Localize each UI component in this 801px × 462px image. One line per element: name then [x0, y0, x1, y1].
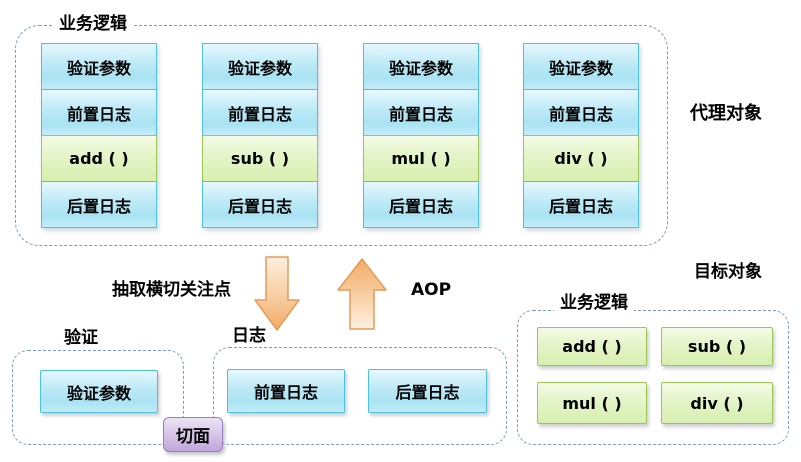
- before-log-box: 前置日志: [227, 369, 345, 413]
- validation-group-label: 验证: [58, 328, 104, 348]
- target-method-mul: mul ( ): [537, 382, 647, 424]
- method-stack-sub: 验证参数 前置日志 sub ( ) 后置日志: [202, 43, 318, 228]
- after-log-cell: 后置日志: [202, 181, 318, 228]
- target-method-sub: sub ( ): [661, 327, 773, 366]
- down-arrow-icon: [254, 256, 300, 331]
- validate-params-box: 验证参数: [40, 370, 158, 413]
- before-log-cell: 前置日志: [202, 89, 318, 136]
- proxy-object-label: 代理对象: [690, 103, 762, 124]
- proxy-object-group: [15, 25, 668, 246]
- before-log-cell: 前置日志: [363, 89, 479, 136]
- validate-params-cell: 验证参数: [202, 43, 318, 90]
- log-group: [213, 347, 507, 445]
- aspect-badge: 切面: [163, 417, 223, 452]
- after-log-box: 后置日志: [368, 369, 487, 413]
- target-method-div: div ( ): [661, 382, 773, 424]
- method-cell: sub ( ): [202, 135, 318, 182]
- validation-group: [12, 350, 184, 445]
- before-log-cell: 前置日志: [523, 89, 639, 136]
- method-cell: add ( ): [41, 135, 157, 182]
- log-group-label: 日志: [226, 326, 272, 346]
- method-stack-div: 验证参数 前置日志 div ( ) 后置日志: [523, 43, 639, 228]
- target-method-add: add ( ): [537, 327, 647, 366]
- method-cell: div ( ): [523, 135, 639, 182]
- target-group-label: 业务逻辑: [554, 293, 634, 313]
- method-stack-add: 验证参数 前置日志 add ( ) 后置日志: [41, 43, 157, 228]
- after-log-cell: 后置日志: [363, 181, 479, 228]
- extract-concerns-label: 抽取横切关注点: [112, 280, 231, 300]
- aop-label: AOP: [411, 280, 452, 300]
- validate-params-cell: 验证参数: [363, 43, 479, 90]
- after-log-cell: 后置日志: [41, 181, 157, 228]
- before-log-cell: 前置日志: [41, 89, 157, 136]
- target-group: [517, 310, 789, 445]
- method-cell: mul ( ): [363, 135, 479, 182]
- validate-params-cell: 验证参数: [523, 43, 639, 90]
- target-object-label: 目标对象: [694, 262, 762, 282]
- proxy-group-label: 业务逻辑: [53, 14, 133, 34]
- validate-params-cell: 验证参数: [41, 43, 157, 90]
- after-log-cell: 后置日志: [523, 181, 639, 228]
- up-arrow-icon: [337, 258, 387, 330]
- method-stack-mul: 验证参数 前置日志 mul ( ) 后置日志: [363, 43, 479, 228]
